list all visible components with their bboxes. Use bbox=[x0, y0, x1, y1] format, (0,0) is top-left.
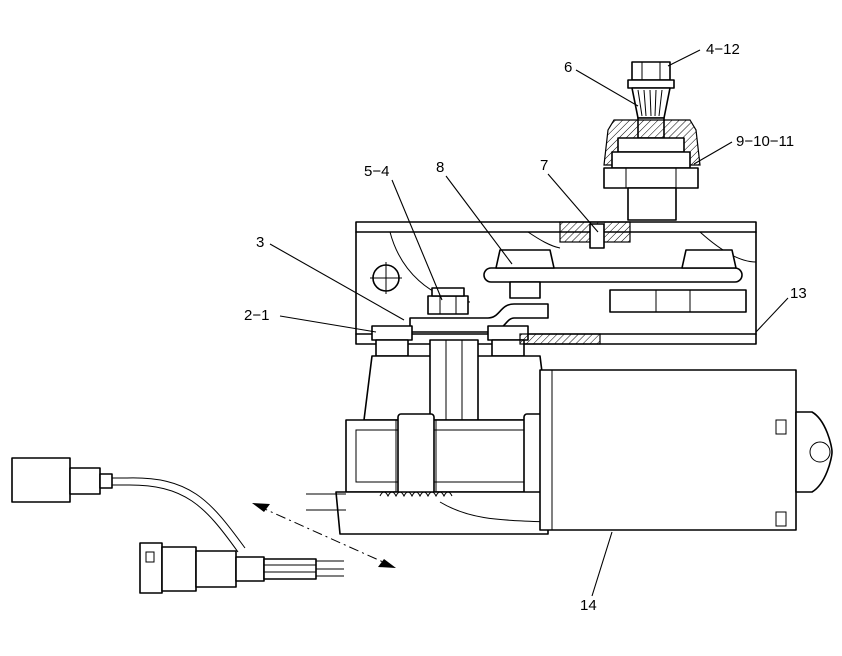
bottom-plate-hatch bbox=[519, 333, 601, 345]
crank-arm-8 bbox=[483, 249, 747, 313]
callout-8: 8 bbox=[436, 159, 444, 176]
callout-2-1: 2−1 bbox=[244, 307, 269, 324]
callout-14: 14 bbox=[580, 597, 597, 614]
connector-plug-lower bbox=[139, 542, 344, 594]
bushing-7 bbox=[559, 221, 631, 249]
wire-harness bbox=[125, 477, 246, 553]
shaft-seal-nut-9-10-11 bbox=[603, 119, 701, 221]
callout-7: 7 bbox=[540, 157, 548, 174]
callout-4-12: 4−12 bbox=[706, 41, 740, 58]
callout-13: 13 bbox=[790, 285, 807, 302]
connector-plug-upper bbox=[11, 457, 126, 503]
callout-9-10-11: 9−10−11 bbox=[736, 133, 794, 150]
electric-motor-14 bbox=[539, 369, 833, 531]
leader-lines bbox=[269, 49, 789, 597]
bolts-2-1 bbox=[371, 325, 529, 357]
splined-shaft-6 bbox=[631, 87, 671, 139]
assembly-direction-arrow bbox=[252, 503, 396, 568]
gearbox-body bbox=[306, 339, 555, 535]
callout-3: 3 bbox=[256, 234, 264, 251]
callout-5-4: 5−4 bbox=[364, 163, 389, 180]
callout-6: 6 bbox=[564, 59, 572, 76]
top-nut-4-12 bbox=[627, 61, 675, 89]
nut-5-4 bbox=[427, 287, 469, 315]
